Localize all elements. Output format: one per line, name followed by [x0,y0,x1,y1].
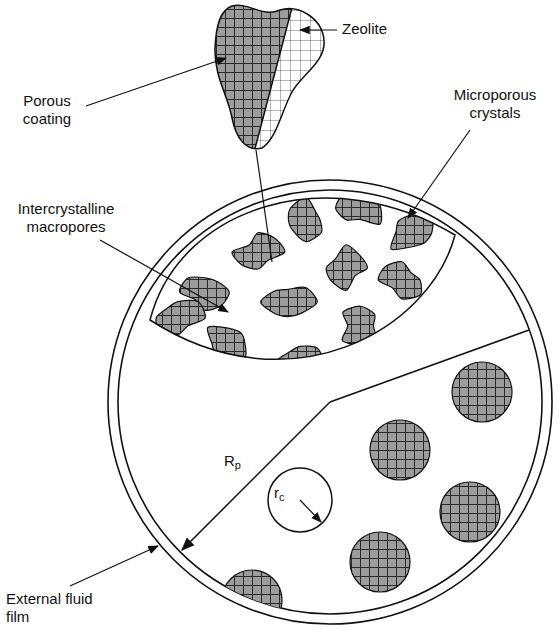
part-label: Zeolite [342,20,422,38]
microporous-crystal [207,327,246,364]
leader-line [70,546,158,586]
leader-line [300,29,337,30]
radius-arrow [300,500,321,522]
spherical-crystal [222,570,282,630]
microporous-crystal [288,197,322,242]
sphere-group [222,362,512,630]
spherical-crystal [370,420,430,480]
crystal-outline [215,5,324,148]
crystal-group [156,194,433,408]
leader-line [100,240,228,312]
lens-section [150,198,455,359]
part-label: External fluid film [6,590,96,626]
pellet-inner [118,190,542,614]
part-label: Microporous crystals [440,86,550,122]
leader-line [256,150,272,262]
pellet-outer [108,180,552,624]
crystal-radius-circle [268,468,332,532]
spherical-crystal [350,532,410,592]
spherical-crystal [440,482,500,542]
spherical-crystal [452,362,512,422]
crystal-detail [200,0,340,160]
microporous-crystal [228,376,272,408]
radius-symbol: rc [274,484,294,504]
microporous-crystal [232,233,285,269]
leader-line [86,58,226,106]
radius-symbol: Rp [224,452,248,472]
microporous-crystal [326,245,367,291]
microporous-crystal [276,346,323,377]
part-label: Porous coating [6,92,88,128]
microporous-crystal [261,287,318,317]
microporous-crystal [342,306,376,345]
sector-edge [330,330,529,402]
leader-line [408,130,470,218]
microporous-crystal [156,300,205,335]
part-label: Intercrystalline macropores [6,200,126,236]
microporous-crystal [378,262,421,299]
